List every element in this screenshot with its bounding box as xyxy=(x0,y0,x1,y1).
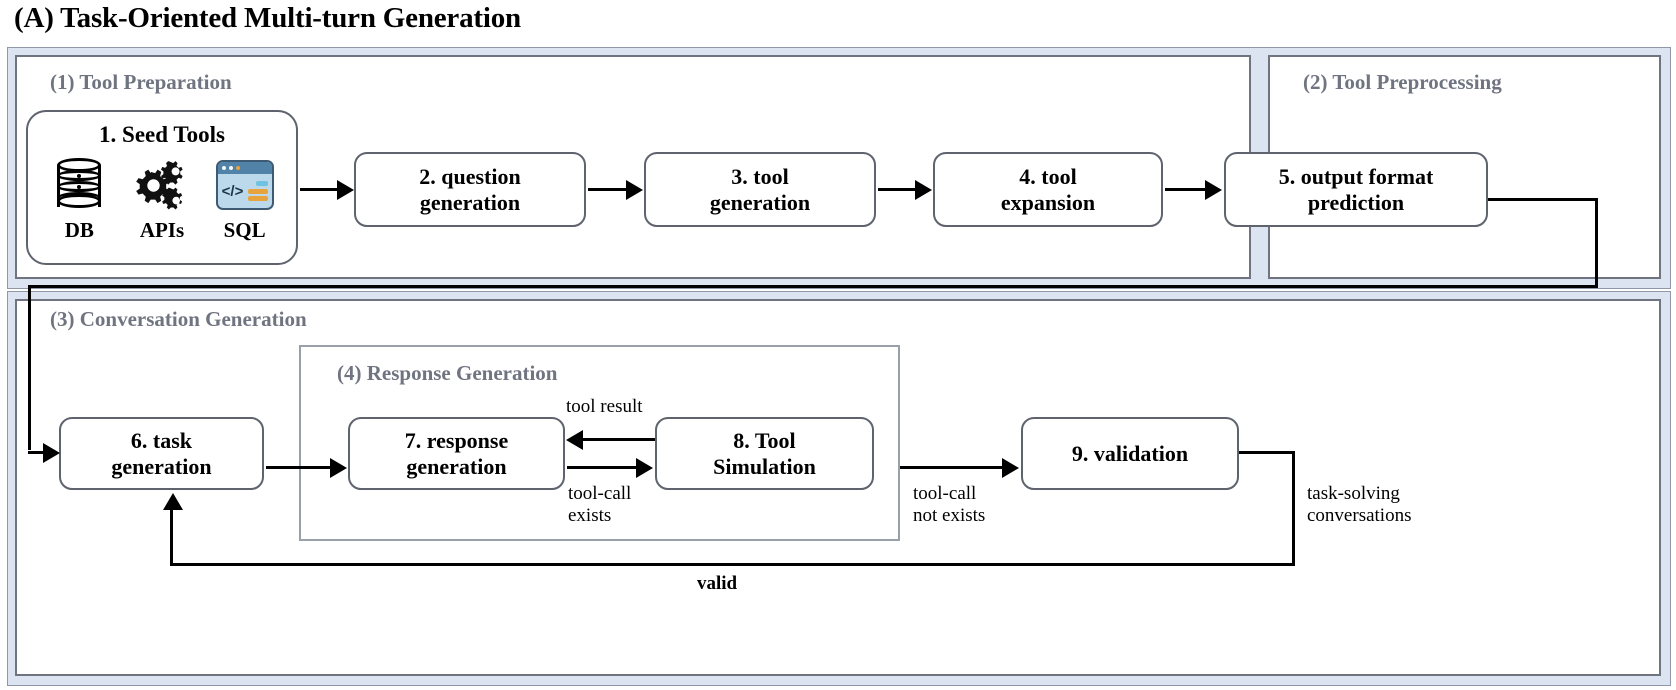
edge-valid-up xyxy=(170,510,173,565)
gears-icon xyxy=(132,154,192,216)
arrowhead-seed-to-question xyxy=(337,179,354,200)
edge-response-to-tool-simulation xyxy=(567,466,637,469)
arrowhead-expansion-to-output-format xyxy=(1205,179,1222,200)
arrowhead-task-to-response xyxy=(330,457,347,478)
edge-response-panel-to-validation xyxy=(900,466,1003,469)
panel-title-tool-preprocessing: (2) Tool Preprocessing xyxy=(1303,70,1502,94)
code-window-icon: </> xyxy=(215,154,274,216)
edge-valid-across xyxy=(170,563,1295,566)
arrowhead-valid-into-task-generation xyxy=(163,493,183,510)
figure-title: (A) Task-Oriented Multi-turn Generation xyxy=(14,2,521,34)
arrowhead-response-panel-to-validation xyxy=(1002,457,1019,478)
edge-seed-to-question xyxy=(300,188,338,191)
database-icon xyxy=(57,154,102,216)
edge-expansion-to-output-format xyxy=(1165,188,1205,191)
edge-tool-simulation-to-response xyxy=(583,438,655,441)
seed-caption-apis: APIs xyxy=(139,218,185,243)
node-seed-tools[interactable]: 1. Seed Tools DB xyxy=(26,110,298,265)
panel-title-response-generation: (4) Response Generation xyxy=(337,361,558,385)
edge-output-format-down-left xyxy=(28,285,31,450)
edge-tool-to-expansion xyxy=(878,188,916,191)
seed-caption-sql: SQL xyxy=(223,218,266,243)
edge-validation-down xyxy=(1292,451,1295,566)
arrowhead-response-to-tool-simulation xyxy=(636,457,653,478)
arrowhead-tool-to-expansion xyxy=(915,179,932,200)
node-validation[interactable]: 9. validation xyxy=(1021,417,1239,490)
panel-title-tool-preparation: (1) Tool Preparation xyxy=(50,70,232,94)
edge-question-to-tool xyxy=(588,188,626,191)
seed-item-db: DB xyxy=(40,154,118,243)
edge-task-to-response xyxy=(266,466,331,469)
edge-into-task-generation xyxy=(28,451,51,454)
edge-output-format-right xyxy=(1488,198,1598,201)
panel-title-conversation-generation: (3) Conversation Generation xyxy=(50,307,307,331)
edge-validation-right xyxy=(1239,451,1295,454)
seed-tools-title: 1. Seed Tools xyxy=(99,122,225,147)
edge-output-format-down xyxy=(1595,198,1598,288)
edge-output-format-across xyxy=(28,285,1598,288)
edge-label-tool-result: tool result xyxy=(566,396,643,417)
edge-label-valid: valid xyxy=(697,573,738,594)
seed-item-apis: APIs xyxy=(123,154,201,243)
node-9-label: 9. validation xyxy=(1071,440,1189,466)
arrowhead-tool-simulation-to-response xyxy=(566,429,583,450)
arrowhead-question-to-tool xyxy=(626,179,643,200)
arrowhead-into-task-generation xyxy=(43,443,60,463)
seed-caption-db: DB xyxy=(64,218,94,243)
seed-item-sql: </> SQL xyxy=(206,154,284,243)
